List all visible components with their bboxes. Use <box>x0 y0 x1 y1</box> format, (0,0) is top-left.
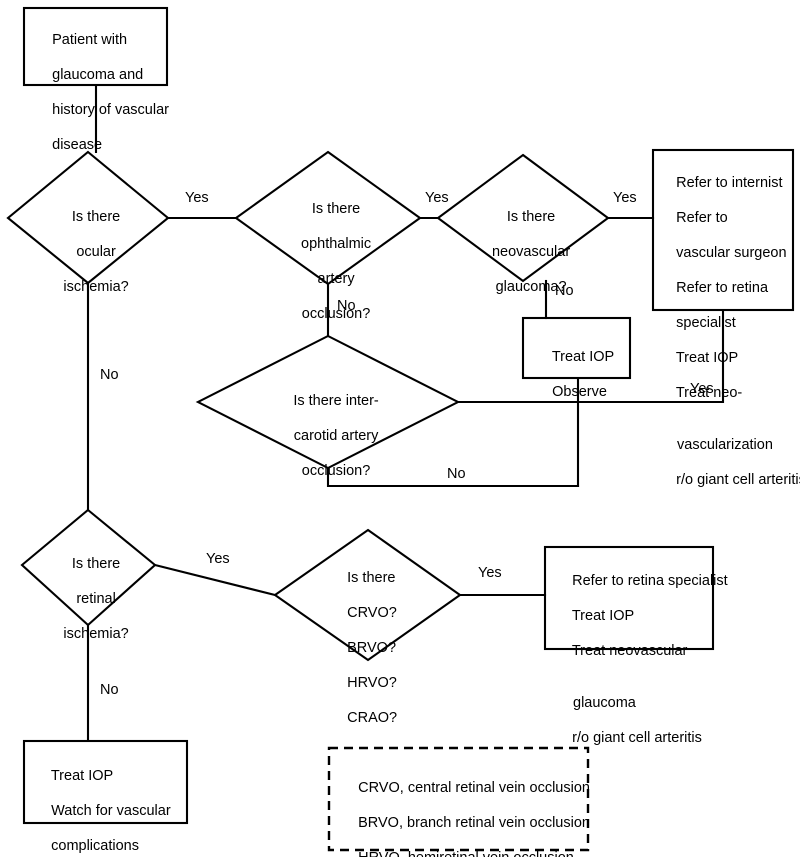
edge-label-intercarotid-no: No <box>447 466 466 482</box>
node-retinal-occlusion-types-shape <box>273 528 462 662</box>
edge-label-intercarotid-yes: Yes <box>690 381 714 397</box>
node-neovascular-glaucoma-shape <box>436 153 610 283</box>
edge-label-ocular-yes: Yes <box>185 190 209 206</box>
edge-intercarotid-no <box>326 466 580 488</box>
node-retina-specialist-box-label: Refer to retina specialist Treat IOP Tre… <box>571 572 728 747</box>
edge-label-ocular-no: No <box>100 367 119 383</box>
edge-label-ophthalmic-no: No <box>337 298 356 314</box>
node-ophthalmic-artery-label: Is there ophthalmic artery occlusion? <box>301 200 372 322</box>
node-neovascular-glaucoma-label: Is there neovascular glaucoma? <box>491 208 571 295</box>
node-treat-iop-observe-label: Treat IOP Observe <box>551 348 615 400</box>
node-start-label: Patient with glaucoma and history of vas… <box>52 31 169 153</box>
edge-label-retinal-yes: Yes <box>206 551 230 567</box>
edge-retinal-yes <box>153 563 277 597</box>
node-retina-specialist-box-shape <box>543 545 715 651</box>
node-legend-label: CRVO, central retinal vein occlusion BRV… <box>358 779 590 857</box>
node-treat-iop-watch-label: Treat IOP Watch for vascular complicatio… <box>50 767 171 854</box>
node-start-shape <box>22 6 169 87</box>
node-treat-iop-observe-shape <box>521 316 632 380</box>
edge-label-ophthalmic-yes: Yes <box>425 190 449 206</box>
node-legend-shape <box>327 746 590 852</box>
node-referral-box-shape <box>651 148 795 312</box>
node-intercarotid-label: Is there inter- carotid artery occlusion… <box>293 392 379 479</box>
edge-label-retinal-no: No <box>100 682 119 698</box>
node-ocular-ischemia-label: Is there ocular ischemia? <box>63 208 129 295</box>
edge-label-neovascular-yes: Yes <box>613 190 637 206</box>
edge-label-neovascular-no: No <box>555 283 574 299</box>
edge-label-occlusion-types-yes: Yes <box>478 565 502 581</box>
node-retinal-occlusion-types-label: Is there CRVO? BRVO? HRVO? CRAO? <box>347 569 398 726</box>
node-referral-box-label: Refer to internist Refer to vascular sur… <box>675 174 800 489</box>
node-retinal-ischemia-label: Is there retinal ischemia? <box>63 555 129 642</box>
node-treat-iop-watch-shape <box>22 739 189 825</box>
edge-intercarotid-yes <box>456 308 725 404</box>
